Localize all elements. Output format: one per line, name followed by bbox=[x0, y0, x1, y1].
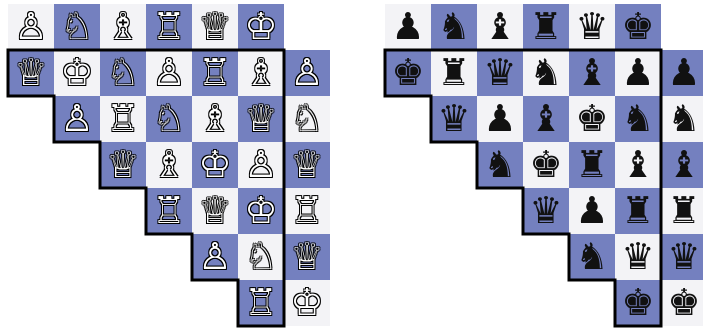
staircase-outline bbox=[385, 4, 703, 330]
staircase-outline bbox=[8, 4, 330, 330]
outline-path bbox=[8, 50, 284, 326]
outline-path bbox=[385, 50, 661, 326]
